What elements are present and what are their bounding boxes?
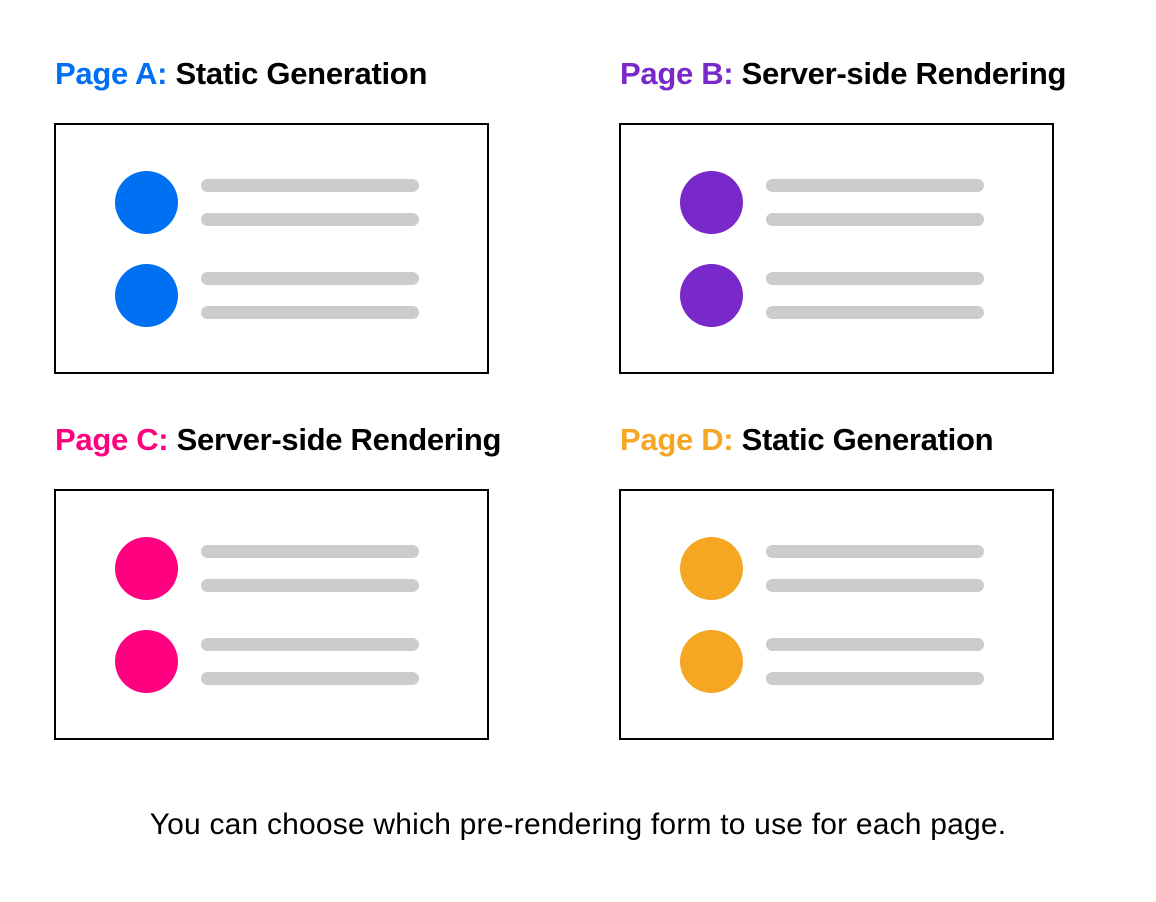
- panel-page-d: Page D: Static Generation: [619, 422, 1056, 740]
- page-label: Page C:: [55, 422, 169, 457]
- panel-title: Page C: Server-side Rendering: [54, 422, 501, 458]
- placeholder-circle: [115, 170, 178, 234]
- placeholder-line: [766, 178, 984, 192]
- panel-title: Page D: Static Generation: [619, 422, 1056, 458]
- placeholder-lines: [201, 544, 419, 592]
- placeholder-circle: [680, 263, 743, 327]
- content-row: [115, 629, 487, 693]
- placeholder-line: [201, 212, 419, 226]
- content-row: [680, 170, 1052, 234]
- placeholder-line: [201, 178, 419, 192]
- placeholder-circle: [680, 629, 743, 693]
- placeholder-lines: [201, 637, 419, 685]
- placeholder-line: [766, 271, 984, 285]
- content-row: [115, 536, 487, 600]
- placeholder-lines: [201, 271, 419, 319]
- page-card: [54, 123, 489, 374]
- placeholder-line: [766, 671, 984, 685]
- page-label: Page B:: [620, 56, 734, 91]
- content-row: [680, 536, 1052, 600]
- placeholder-line: [201, 671, 419, 685]
- placeholder-line: [766, 305, 984, 319]
- panel-page-a: Page A: Static Generation: [54, 56, 491, 374]
- placeholder-line: [766, 637, 984, 651]
- placeholder-line: [766, 544, 984, 558]
- placeholder-circle: [115, 263, 178, 327]
- placeholder-circle: [680, 536, 743, 600]
- render-method-label: Server-side Rendering: [741, 56, 1067, 91]
- placeholder-line: [201, 578, 419, 592]
- content-row: [115, 263, 487, 327]
- page-label: Page A:: [55, 56, 168, 91]
- placeholder-lines: [766, 271, 984, 319]
- placeholder-line: [201, 637, 419, 651]
- content-row: [680, 263, 1052, 327]
- placeholder-lines: [201, 178, 419, 226]
- placeholder-line: [201, 271, 419, 285]
- panel-page-c: Page C: Server-side Rendering: [54, 422, 501, 740]
- panel-title: Page B: Server-side Rendering: [619, 56, 1066, 92]
- render-method-label: Static Generation: [741, 422, 994, 457]
- render-method-label: Server-side Rendering: [176, 422, 502, 457]
- page-label: Page D:: [620, 422, 734, 457]
- panel-page-b: Page B: Server-side Rendering: [619, 56, 1066, 374]
- placeholder-line: [201, 305, 419, 319]
- placeholder-lines: [766, 178, 984, 226]
- placeholder-line: [766, 212, 984, 226]
- placeholder-line: [201, 544, 419, 558]
- content-row: [115, 170, 487, 234]
- panel-title: Page A: Static Generation: [54, 56, 491, 92]
- caption: You can choose which pre-rendering form …: [149, 808, 1007, 841]
- placeholder-lines: [766, 637, 984, 685]
- render-method-label: Static Generation: [175, 56, 428, 91]
- content-row: [680, 629, 1052, 693]
- page-card: [619, 123, 1054, 374]
- page-card: [619, 489, 1054, 740]
- placeholder-lines: [766, 544, 984, 592]
- placeholder-circle: [115, 536, 178, 600]
- placeholder-line: [766, 578, 984, 592]
- placeholder-circle: [680, 170, 743, 234]
- page-card: [54, 489, 489, 740]
- placeholder-circle: [115, 629, 178, 693]
